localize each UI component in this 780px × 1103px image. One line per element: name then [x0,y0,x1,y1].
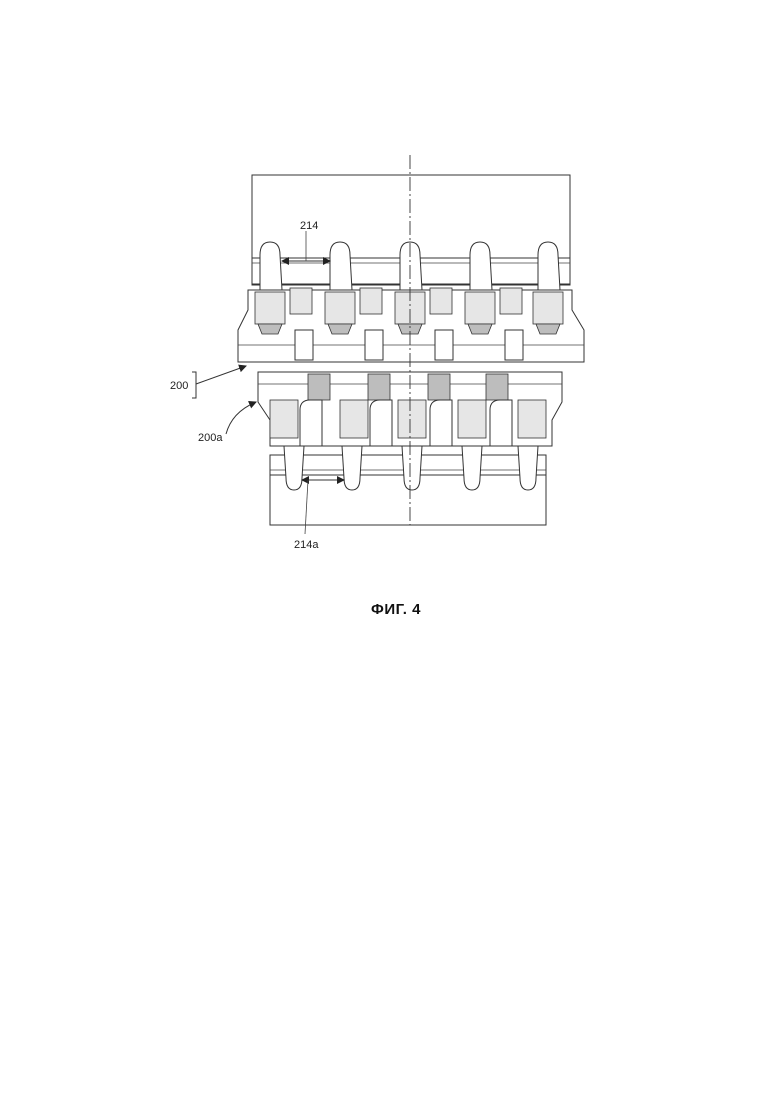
lower-die [270,446,546,525]
figure-caption: ФИГ. 4 [371,601,421,618]
label-200a: 200a [198,432,223,444]
reference-200: 200 [170,366,246,398]
reference-200a: 200a [198,402,256,444]
upper-die [252,175,570,290]
label-200: 200 [170,380,188,392]
label-214: 214 [300,220,318,232]
upper-part [238,288,584,362]
label-214a: 214a [294,539,319,551]
